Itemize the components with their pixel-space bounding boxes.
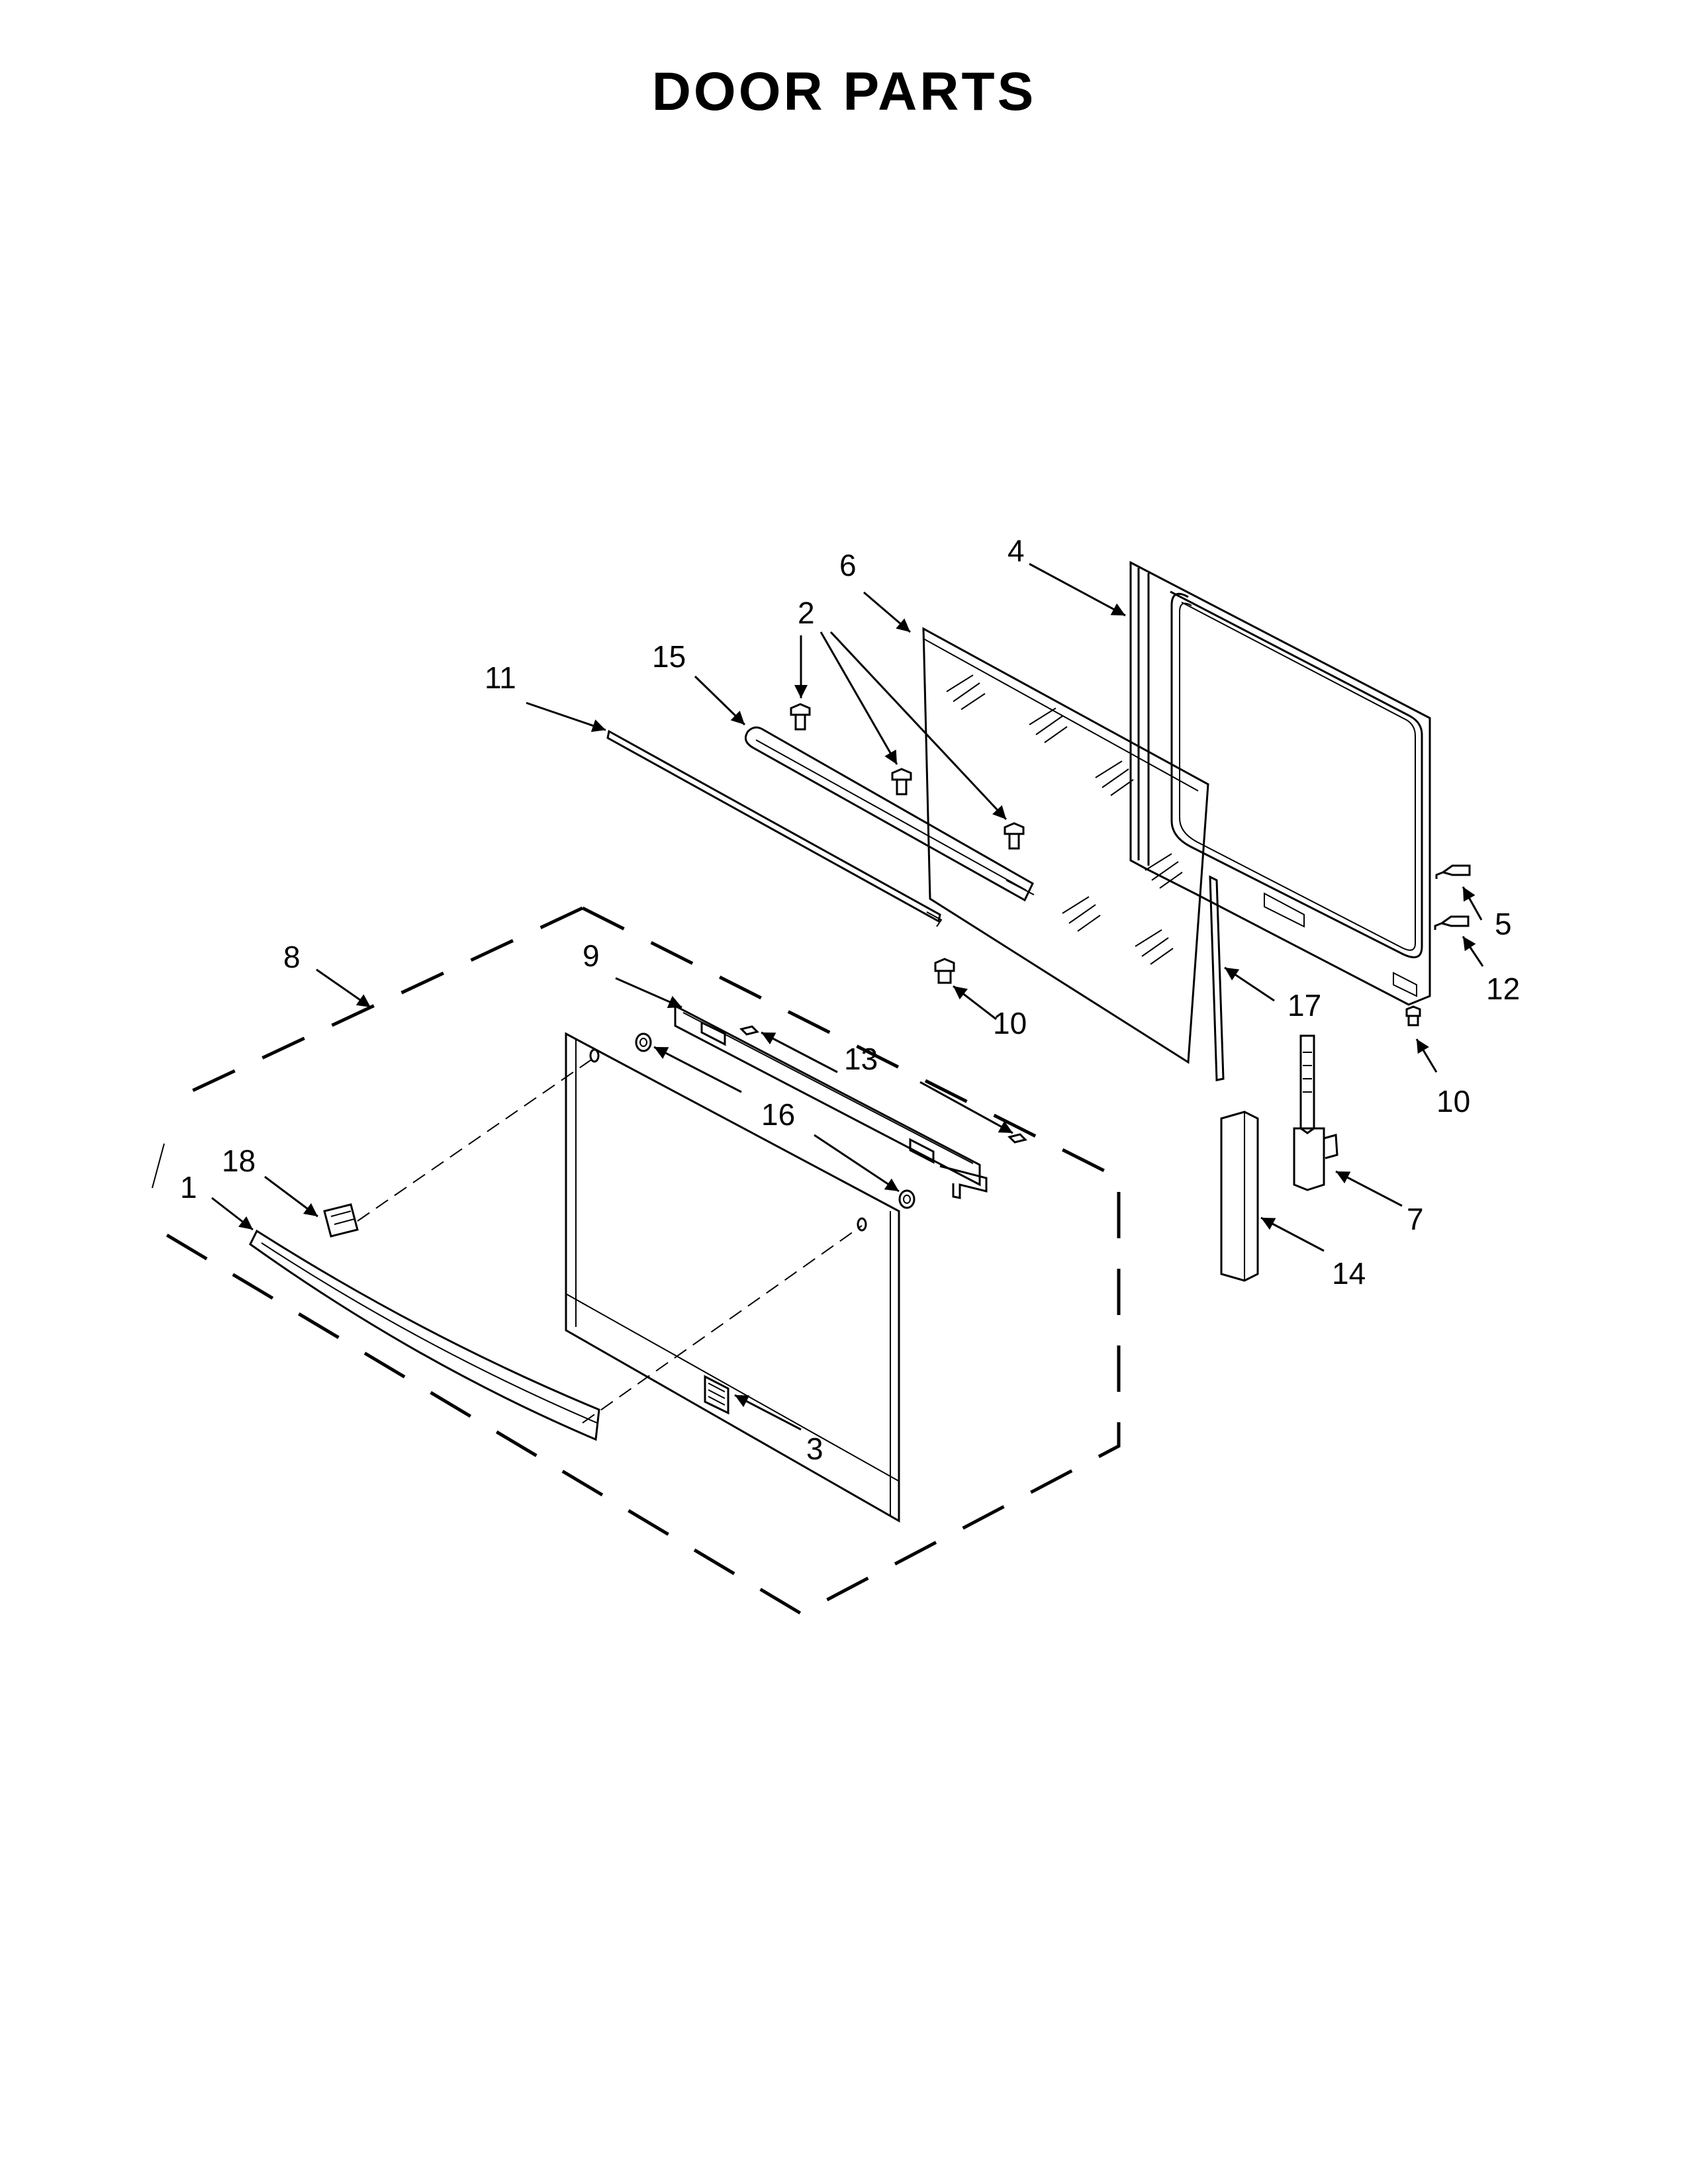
callout-1: 1 [180, 1170, 197, 1205]
callout-4: 4 [1008, 533, 1025, 568]
screw-10a [934, 958, 955, 984]
trim-strip-part [606, 729, 943, 927]
screw-2a [790, 703, 811, 731]
callout-6: 6 [839, 548, 857, 582]
door-frame-part [1129, 561, 1431, 1006]
hinge-bracket-part [674, 1004, 988, 1199]
glass-panel-part [922, 627, 1209, 1064]
leader-14 [1260, 1216, 1325, 1252]
leader-2b [820, 631, 898, 765]
callout-12: 12 [1486, 972, 1520, 1006]
outer-door-panel-part [565, 1032, 900, 1523]
seal-strip-part [1209, 875, 1225, 1081]
callout-2: 2 [798, 596, 815, 630]
callout-5: 5 [1495, 907, 1512, 941]
leader-15 [694, 675, 746, 726]
callout-8: 8 [283, 940, 301, 974]
door-assembly-outline [148, 906, 1121, 1615]
callout-9: 9 [583, 938, 600, 973]
leader-2c [829, 631, 1008, 821]
callout-11: 11 [485, 660, 516, 695]
leader-7 [1335, 1170, 1403, 1207]
callout-14: 14 [1332, 1256, 1366, 1291]
screw-2b [891, 768, 912, 796]
callout-labels: 4 6 2 11 15 5 12 10 17 10 8 9 13 16 7 14… [180, 533, 1520, 1466]
door-stiffener-part [1220, 1111, 1259, 1282]
leader-4 [1029, 563, 1126, 617]
leader-11 [526, 702, 606, 732]
page-title: DOOR PARTS [651, 62, 1037, 122]
callout-10-upper: 10 [993, 1006, 1027, 1040]
leader-12 [1462, 936, 1484, 967]
leader-18 [264, 1175, 318, 1218]
door-handle-part [249, 1229, 600, 1441]
callout-3: 3 [806, 1432, 823, 1466]
leader-17 [1224, 966, 1275, 1002]
rating-label-part [704, 1375, 729, 1415]
leader-5 [1462, 886, 1483, 921]
screw-set [739, 703, 1471, 1144]
screw-13a [739, 1025, 759, 1036]
door-hinge-part [1293, 1034, 1338, 1191]
screw-5 [1435, 864, 1471, 879]
leader-1 [211, 1197, 254, 1231]
screw-10b [1405, 1005, 1421, 1026]
leader-13b [919, 1081, 1013, 1134]
vent-bracket-part [744, 726, 1035, 902]
leader-16a [653, 1046, 742, 1093]
callout-15: 15 [652, 639, 686, 674]
leader-16b [814, 1134, 900, 1193]
washer-set [635, 1032, 915, 1209]
leader-9 [615, 977, 682, 1009]
handle-endcap-part [323, 1203, 359, 1238]
callout-10-right: 10 [1436, 1084, 1470, 1118]
leader-8 [316, 968, 371, 1009]
leader-10b [1415, 1038, 1438, 1073]
callout-13: 13 [844, 1042, 878, 1076]
callout-7: 7 [1407, 1202, 1424, 1236]
screw-13b [1008, 1133, 1027, 1144]
callout-18: 18 [222, 1144, 256, 1178]
screw-12 [1434, 915, 1470, 930]
callout-17: 17 [1288, 988, 1321, 1023]
phantom-lines [357, 1057, 863, 1424]
leader-arrows [211, 563, 1484, 1431]
leader-6 [863, 591, 911, 633]
leader-13a [761, 1031, 838, 1073]
leader-3 [734, 1394, 802, 1431]
leader-10a [953, 985, 997, 1021]
screw-2c [1004, 822, 1025, 850]
callout-16: 16 [761, 1097, 795, 1132]
